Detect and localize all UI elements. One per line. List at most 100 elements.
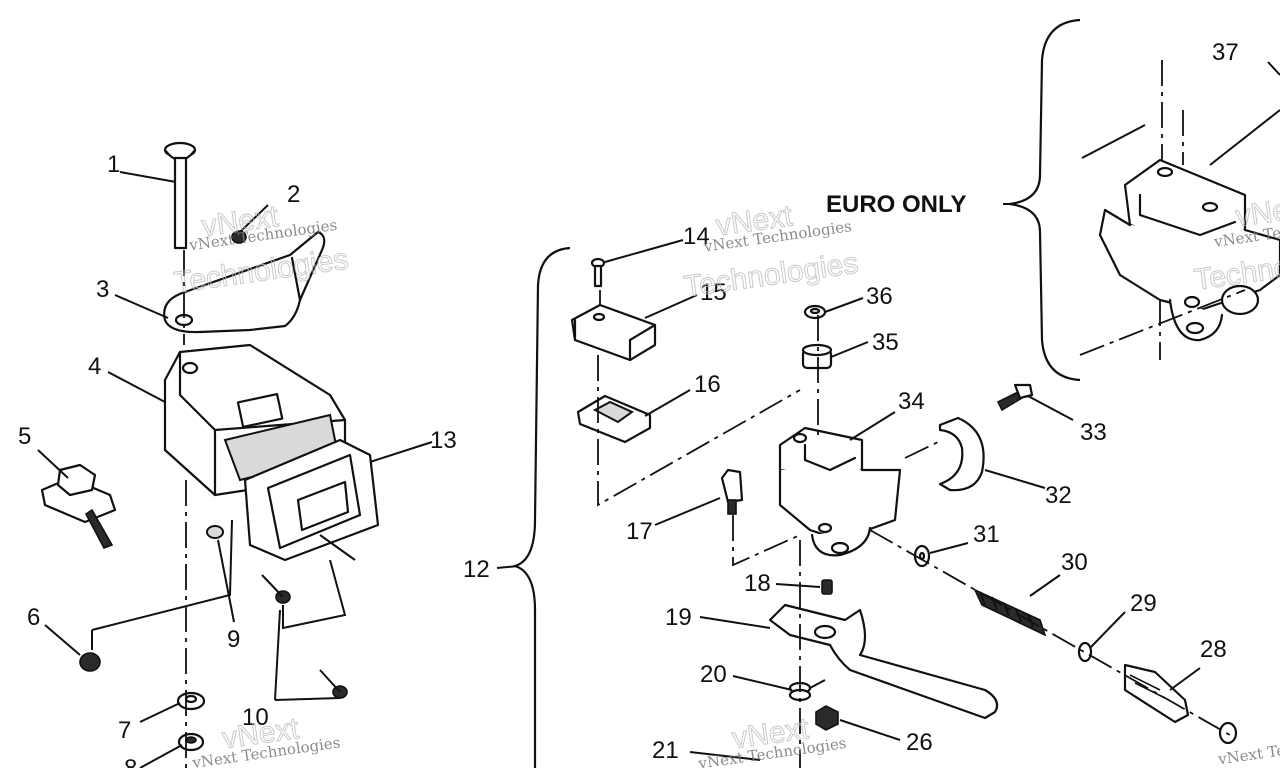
callout-8: 8 — [124, 755, 137, 768]
leader-32 — [984, 469, 1046, 489]
callout-32: 32 — [1045, 482, 1072, 509]
callout-31: 31 — [973, 521, 1000, 548]
part-26-nut — [815, 705, 839, 731]
callout-4: 4 — [88, 353, 101, 380]
path-part10 — [282, 559, 347, 630]
part-10-screw-b — [319, 669, 348, 699]
part-29-washer — [1077, 641, 1093, 663]
callout-7: 7 — [118, 717, 131, 744]
leader-4 — [107, 371, 166, 403]
leader-21 — [689, 751, 761, 761]
leader-17 — [654, 497, 721, 526]
callout-2: 2 — [287, 181, 300, 208]
callout-14: 14 — [683, 223, 710, 250]
leader-9 — [217, 539, 235, 623]
leader-10 — [274, 609, 341, 701]
part-6-cap — [79, 652, 101, 672]
leader-16 — [644, 389, 691, 417]
part-20-spring — [788, 679, 826, 702]
part-17-bolt — [720, 468, 744, 515]
axis-clamp — [904, 441, 939, 459]
watermark-logo-text: Technologies — [682, 247, 860, 304]
callout-10: 10 — [242, 704, 269, 731]
callout-19: 19 — [665, 604, 692, 631]
callout-16: 16 — [694, 371, 721, 398]
leader-18 — [775, 583, 821, 588]
part-5-knob — [40, 463, 117, 549]
part-37-euro-master-cylinder — [1098, 158, 1280, 342]
leader-36 — [824, 297, 864, 313]
leader-6 — [44, 624, 81, 656]
part-3-bracket — [163, 230, 326, 334]
axis-cap — [597, 290, 801, 507]
watermark-left-bottom: vNext vNext Technologies — [190, 712, 341, 768]
leader-7 — [139, 702, 181, 723]
callout-26: 26 — [906, 729, 933, 756]
euro-only-label: EURO ONLY — [826, 191, 966, 218]
callout-29: 29 — [1130, 590, 1157, 617]
callout-13: 13 — [430, 427, 457, 454]
part-8-washer — [177, 732, 205, 752]
leader-8 — [139, 744, 183, 768]
part-7-washer — [176, 691, 206, 711]
part-16-diaphragm — [576, 394, 652, 444]
axis-piston — [869, 529, 1231, 736]
leader-20 — [732, 675, 793, 691]
leader-1 — [119, 171, 177, 183]
part-9-grommet — [206, 525, 224, 539]
brace-12 — [511, 246, 571, 768]
leader-2 — [239, 204, 269, 233]
part-15-cap — [570, 303, 657, 362]
leader-14 — [604, 239, 684, 263]
callout-15: 15 — [700, 279, 727, 306]
part-10-screw-a — [261, 574, 291, 604]
part-34-master-cylinder — [778, 426, 902, 557]
part-2-nut — [231, 230, 247, 244]
leader-30 — [1029, 574, 1061, 597]
line-euro-top — [1081, 124, 1146, 159]
axis-euro-d — [1079, 289, 1246, 356]
part-33-bolt — [996, 383, 1034, 412]
line-euro-diag — [1209, 109, 1280, 166]
callout-35: 35 — [872, 329, 899, 356]
brace-euro — [1009, 18, 1081, 382]
leader-37 — [1267, 61, 1280, 76]
callout-5: 5 — [18, 423, 31, 450]
leader-3 — [114, 294, 169, 319]
leader-26 — [839, 719, 901, 741]
leader-35 — [830, 341, 869, 358]
part-14-screw — [590, 257, 606, 288]
watermark-left-top: vNext vNext Technologies Technologies — [172, 199, 351, 300]
part-36-washer — [803, 304, 827, 320]
callout-28: 28 — [1200, 636, 1227, 663]
leader-33 — [1027, 395, 1074, 421]
axis-bolt17 — [732, 515, 801, 567]
leader-13 — [369, 441, 433, 463]
callout-36: 36 — [866, 283, 893, 310]
leader-34 — [849, 411, 896, 441]
callout-1: 1 — [107, 151, 120, 178]
callout-9: 9 — [227, 626, 240, 653]
callout-17: 17 — [626, 518, 653, 545]
part-30-spring — [973, 588, 1047, 637]
part-13-cover — [243, 438, 380, 562]
part-32-clamp — [938, 416, 985, 492]
part-18-pin — [821, 579, 833, 595]
path-part6 — [91, 519, 233, 650]
leader-19 — [699, 616, 771, 629]
part-35-bushing — [801, 343, 833, 370]
callout-30: 30 — [1061, 549, 1088, 576]
callout-21: 21 — [652, 737, 679, 764]
leader-5 — [37, 449, 69, 479]
callout-12: 12 — [463, 556, 490, 583]
callout-6: 6 — [27, 604, 40, 631]
callout-33: 33 — [1080, 419, 1107, 446]
callout-34: 34 — [898, 388, 925, 415]
callout-37: 37 — [1212, 39, 1239, 66]
part-19-lever — [768, 603, 999, 720]
part-1-bolt — [163, 141, 197, 250]
callout-18: 18 — [744, 570, 771, 597]
leader-29 — [1089, 611, 1126, 649]
leader-12 — [496, 565, 519, 569]
leader-31 — [929, 542, 969, 554]
